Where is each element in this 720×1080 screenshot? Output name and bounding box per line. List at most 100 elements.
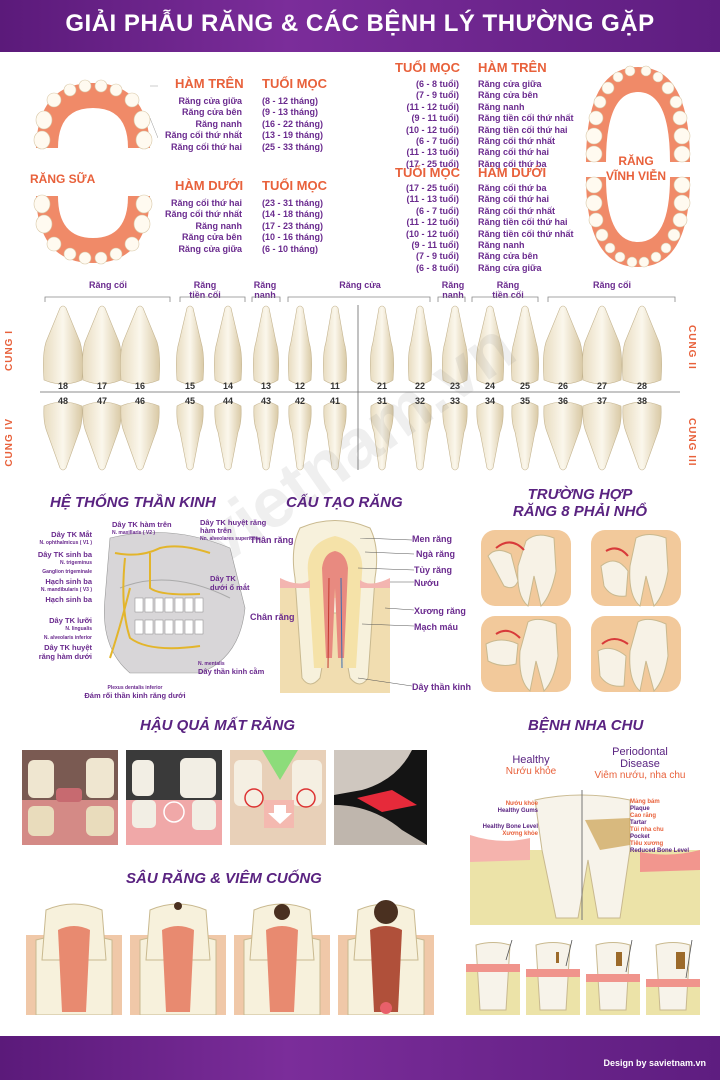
page-title: GIẢI PHẪU RĂNG & CÁC BỆNH LÝ THƯỜNG GẶP xyxy=(65,10,655,37)
lower-tooth xyxy=(120,401,160,471)
lower-tooth xyxy=(543,401,583,471)
tooth-number: 14 xyxy=(222,381,233,391)
caries-title: SÂU RĂNG & VIÊM CUỐNG xyxy=(126,870,322,887)
periodontal-stage xyxy=(646,940,700,1015)
tooth-number: 17 xyxy=(96,381,107,391)
tooth-number: 25 xyxy=(519,381,530,391)
nerve-label-infraorbital: Dây TK dưới ổ mắt xyxy=(210,574,250,592)
lower-tooth xyxy=(476,401,504,471)
wisdom-teeth-illustrations xyxy=(481,530,681,692)
primary-upper-header: HÀM TRÊN xyxy=(175,76,244,91)
tooth-number: 28 xyxy=(636,381,647,391)
tooth-number: 44 xyxy=(222,396,233,406)
periodontal-stage xyxy=(586,940,640,1015)
group-label-premolar-left: Răng tiền cối xyxy=(189,280,221,300)
periodontal-stages-illustration xyxy=(466,940,700,1015)
tooth-number: 41 xyxy=(329,396,340,406)
caries-stage xyxy=(26,903,122,1015)
primary-arch-illustration xyxy=(33,79,158,265)
upper-tooth xyxy=(476,305,504,385)
tooth-number: 15 xyxy=(184,381,195,391)
permanent-upper-ages-list: (6 - 8 tuổi)(7 - 9 tuổi)(11 - 12 tuổi)(9… xyxy=(405,79,459,169)
upper-tooth xyxy=(442,305,468,385)
permanent-upper-header: HÀM TRÊN xyxy=(478,60,547,75)
upper-tooth xyxy=(408,305,432,385)
lower-tooth xyxy=(323,401,347,471)
upper-tooth xyxy=(511,305,539,385)
lower-tooth xyxy=(442,401,468,471)
tooth-number: 33 xyxy=(449,396,460,406)
tooth-number: 21 xyxy=(376,381,387,391)
tooth-number: 43 xyxy=(260,396,271,406)
group-label-incisor: Răng cửa xyxy=(339,280,381,290)
tooth-number: 36 xyxy=(557,396,568,406)
skull-nerve-illustration xyxy=(104,532,246,674)
lower-tooth xyxy=(43,401,83,471)
lower-tooth xyxy=(582,401,622,471)
upper-tooth xyxy=(82,305,122,385)
tooth-number: 16 xyxy=(134,381,145,391)
label-vessel: Mạch máu xyxy=(414,622,459,632)
permanent-upper-age-header: TUỔI MỌC xyxy=(395,60,460,75)
upper-tooth xyxy=(214,305,242,385)
group-label-molar-left: Răng cối xyxy=(88,280,127,290)
tooth-number: 12 xyxy=(294,381,305,391)
lower-tooth xyxy=(370,401,394,471)
tooth-number: 26 xyxy=(557,381,568,391)
caries-stages-illustration xyxy=(26,900,434,1015)
structure-title: CẤU TẠO RĂNG xyxy=(286,494,403,511)
tooth-number: 46 xyxy=(134,396,145,406)
periodontal-stage xyxy=(526,940,580,1015)
permanent-lower-age-header: TUỔI MỌC xyxy=(395,165,460,180)
tooth-number: 23 xyxy=(449,381,460,391)
tooth-number: 27 xyxy=(596,381,607,391)
primary-teeth-label: RĂNG SỮA xyxy=(30,172,96,186)
group-label-canine-right: Răng nanh xyxy=(441,280,465,300)
nerve-title: HỆ THỐNG THẦN KINH xyxy=(50,494,216,511)
tooth-number: 38 xyxy=(636,396,647,406)
tooth-number: 32 xyxy=(414,396,425,406)
permanent-lower-header: HÀM DƯỚI xyxy=(478,165,547,180)
tooth-number: 37 xyxy=(596,396,607,406)
cung-1-label: CUNG I xyxy=(4,330,15,371)
lower-tooth xyxy=(176,401,204,471)
tooth-loss-illustrations xyxy=(22,750,427,845)
tooth-chart-illustration xyxy=(40,305,680,471)
structure-leader-lines xyxy=(357,538,415,687)
upper-tooth xyxy=(120,305,160,385)
upper-tooth xyxy=(288,305,312,385)
tooth-number: 34 xyxy=(484,396,495,406)
label-gum: Nướu xyxy=(414,578,439,588)
tooth-number: 31 xyxy=(376,396,387,406)
upper-tooth xyxy=(543,305,583,385)
tooth-number: 18 xyxy=(57,381,68,391)
group-label-molar-right: Răng cối xyxy=(592,280,631,290)
caries-stage xyxy=(234,903,330,1015)
tooth-number: 47 xyxy=(96,396,107,406)
tooth-number: 24 xyxy=(484,381,495,391)
permanent-arch-illustration xyxy=(585,65,691,268)
primary-upper-age-header: TUỔI MỌC xyxy=(262,76,327,91)
tooth-loss-title: HẬU QUẢ MẤT RĂNG xyxy=(140,717,295,734)
perio-title: BỆNH NHA CHU xyxy=(528,717,644,734)
cung-2-label: CUNG II xyxy=(686,325,697,370)
tooth-number: 13 xyxy=(260,381,271,391)
caries-stage xyxy=(338,900,434,1015)
permanent-lower-ages-list: (17 - 25 tuổi)(11 - 13 tuổi)(6 - 7 tuổi)… xyxy=(405,183,459,273)
label-pulp: Tủy răng xyxy=(414,565,453,575)
primary-lower-header: HÀM DƯỚI xyxy=(175,178,244,193)
upper-tooth xyxy=(253,305,279,385)
tooth-number: 35 xyxy=(519,396,530,406)
label-root: Chân răng xyxy=(250,612,295,622)
